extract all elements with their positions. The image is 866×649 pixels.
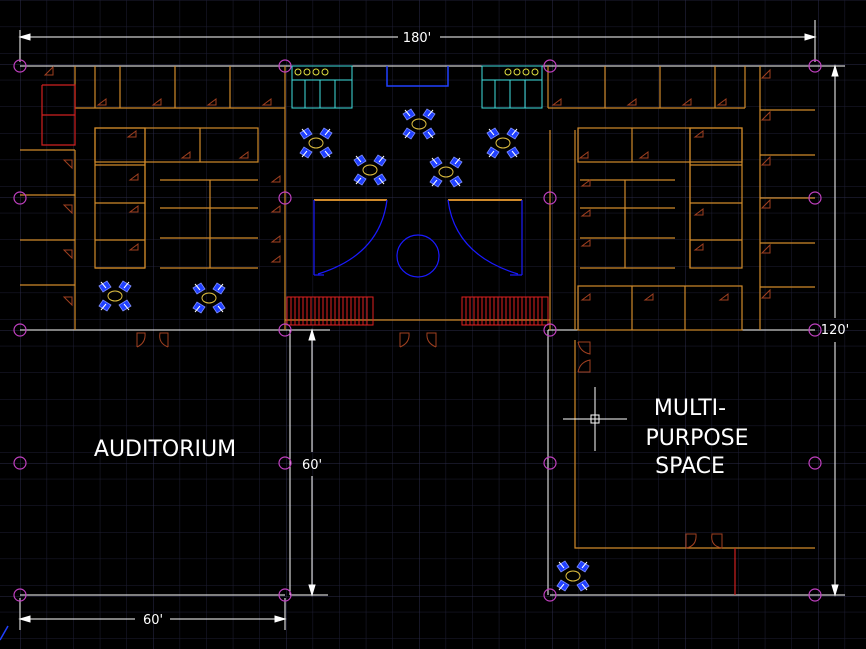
door-swings[interactable] — [43, 65, 771, 549]
top-dimension[interactable] — [18, 20, 817, 62]
kitchen-counter-left[interactable] — [291, 65, 353, 109]
lobby-fountain[interactable] — [396, 234, 440, 278]
bottom-dimension-label: 60' — [143, 613, 163, 628]
stair-right[interactable] — [461, 296, 549, 326]
auditorium-label: AUDITORIUM — [94, 437, 236, 462]
right-dimension[interactable] — [815, 64, 845, 597]
exterior-walls[interactable] — [20, 65, 815, 596]
right-dimension-label: 120' — [821, 323, 849, 338]
auditorium-vertical-label: 60' — [302, 458, 322, 473]
entry-canopy[interactable] — [386, 66, 449, 87]
lobby-door-left[interactable] — [313, 199, 388, 276]
multipurpose-label-line1: MULTI- — [654, 396, 726, 421]
ucs-icon — [0, 625, 9, 641]
stair-left[interactable] — [286, 296, 374, 326]
kitchen-counter-right[interactable] — [481, 65, 543, 109]
crosshair-cursor-icon — [563, 387, 627, 451]
lobby-door-right[interactable] — [447, 199, 523, 276]
red-partition[interactable] — [41, 84, 736, 595]
multipurpose-label-line2: PURPOSE — [645, 426, 748, 451]
top-dimension-label: 180' — [403, 31, 431, 46]
multipurpose-label-line3: SPACE — [655, 454, 725, 479]
auditorium-vertical-dimension[interactable] — [290, 328, 330, 597]
grip-points[interactable] — [13, 59, 822, 602]
bottom-dimension[interactable] — [18, 598, 287, 630]
